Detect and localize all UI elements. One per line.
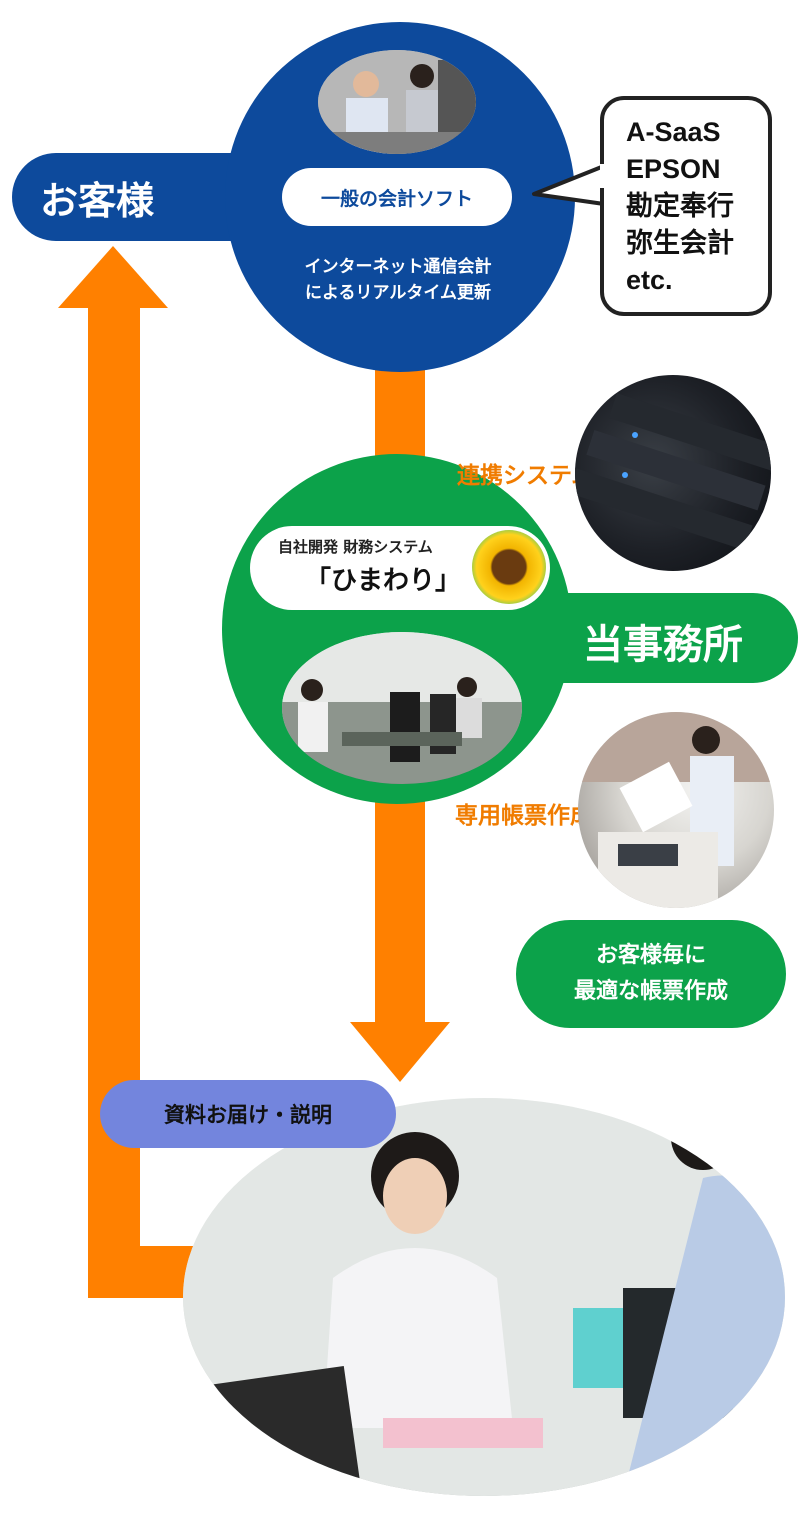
office-label: 当事務所	[583, 622, 743, 668]
custom-forms-pill: お客様毎に 最適な帳票作成	[516, 920, 786, 1028]
customer-photo	[318, 50, 476, 154]
delivery-explanation-pill: 資料お届け・説明	[100, 1080, 396, 1148]
bubble-line-5: etc.	[626, 265, 673, 295]
realtime-line-1: インターネット通信会計	[304, 257, 492, 277]
custom-forms-line-2: 最適な帳票作成	[573, 979, 728, 1004]
arrow-up-head	[58, 246, 168, 308]
realtime-line-2: によるリアルタイム更新	[305, 283, 491, 303]
bubble-line-3: 勘定奉行	[626, 191, 734, 221]
himawari-title: 「ひまわり」	[305, 566, 462, 596]
bubble-tail-cover	[600, 164, 608, 188]
printer-photo	[578, 712, 774, 908]
server-photo	[575, 375, 771, 571]
meeting-photo	[183, 1098, 785, 1496]
software-list-bubble: A-SaaS EPSON 勘定奉行 弥生会計 etc.	[600, 96, 772, 316]
bubble-line-1: A-SaaS	[626, 117, 721, 147]
office-photo	[282, 632, 522, 784]
arrow-up-shaft	[88, 305, 140, 1298]
arrow-down-shaft	[375, 795, 425, 1027]
himawari-subtitle: 自社開発 財務システム	[278, 538, 433, 556]
form-creation-label: 専用帳票作成	[455, 803, 593, 829]
bubble-line-2: EPSON	[626, 154, 721, 184]
customer-label: お客様	[40, 179, 155, 223]
arrow-down-head	[350, 1022, 450, 1082]
realtime-update-text: インターネット通信会計 によるリアルタイム更新	[258, 254, 538, 306]
arrow-connector-top	[375, 360, 425, 470]
sunflower-image	[472, 530, 546, 604]
bubble-tail	[532, 164, 606, 206]
bubble-line-4: 弥生会計	[626, 228, 734, 258]
accounting-software-pill: 一般の会計ソフト	[282, 168, 512, 226]
custom-forms-line-1: お客様毎に	[595, 943, 706, 968]
integration-system-label: 連携システム	[457, 463, 595, 489]
